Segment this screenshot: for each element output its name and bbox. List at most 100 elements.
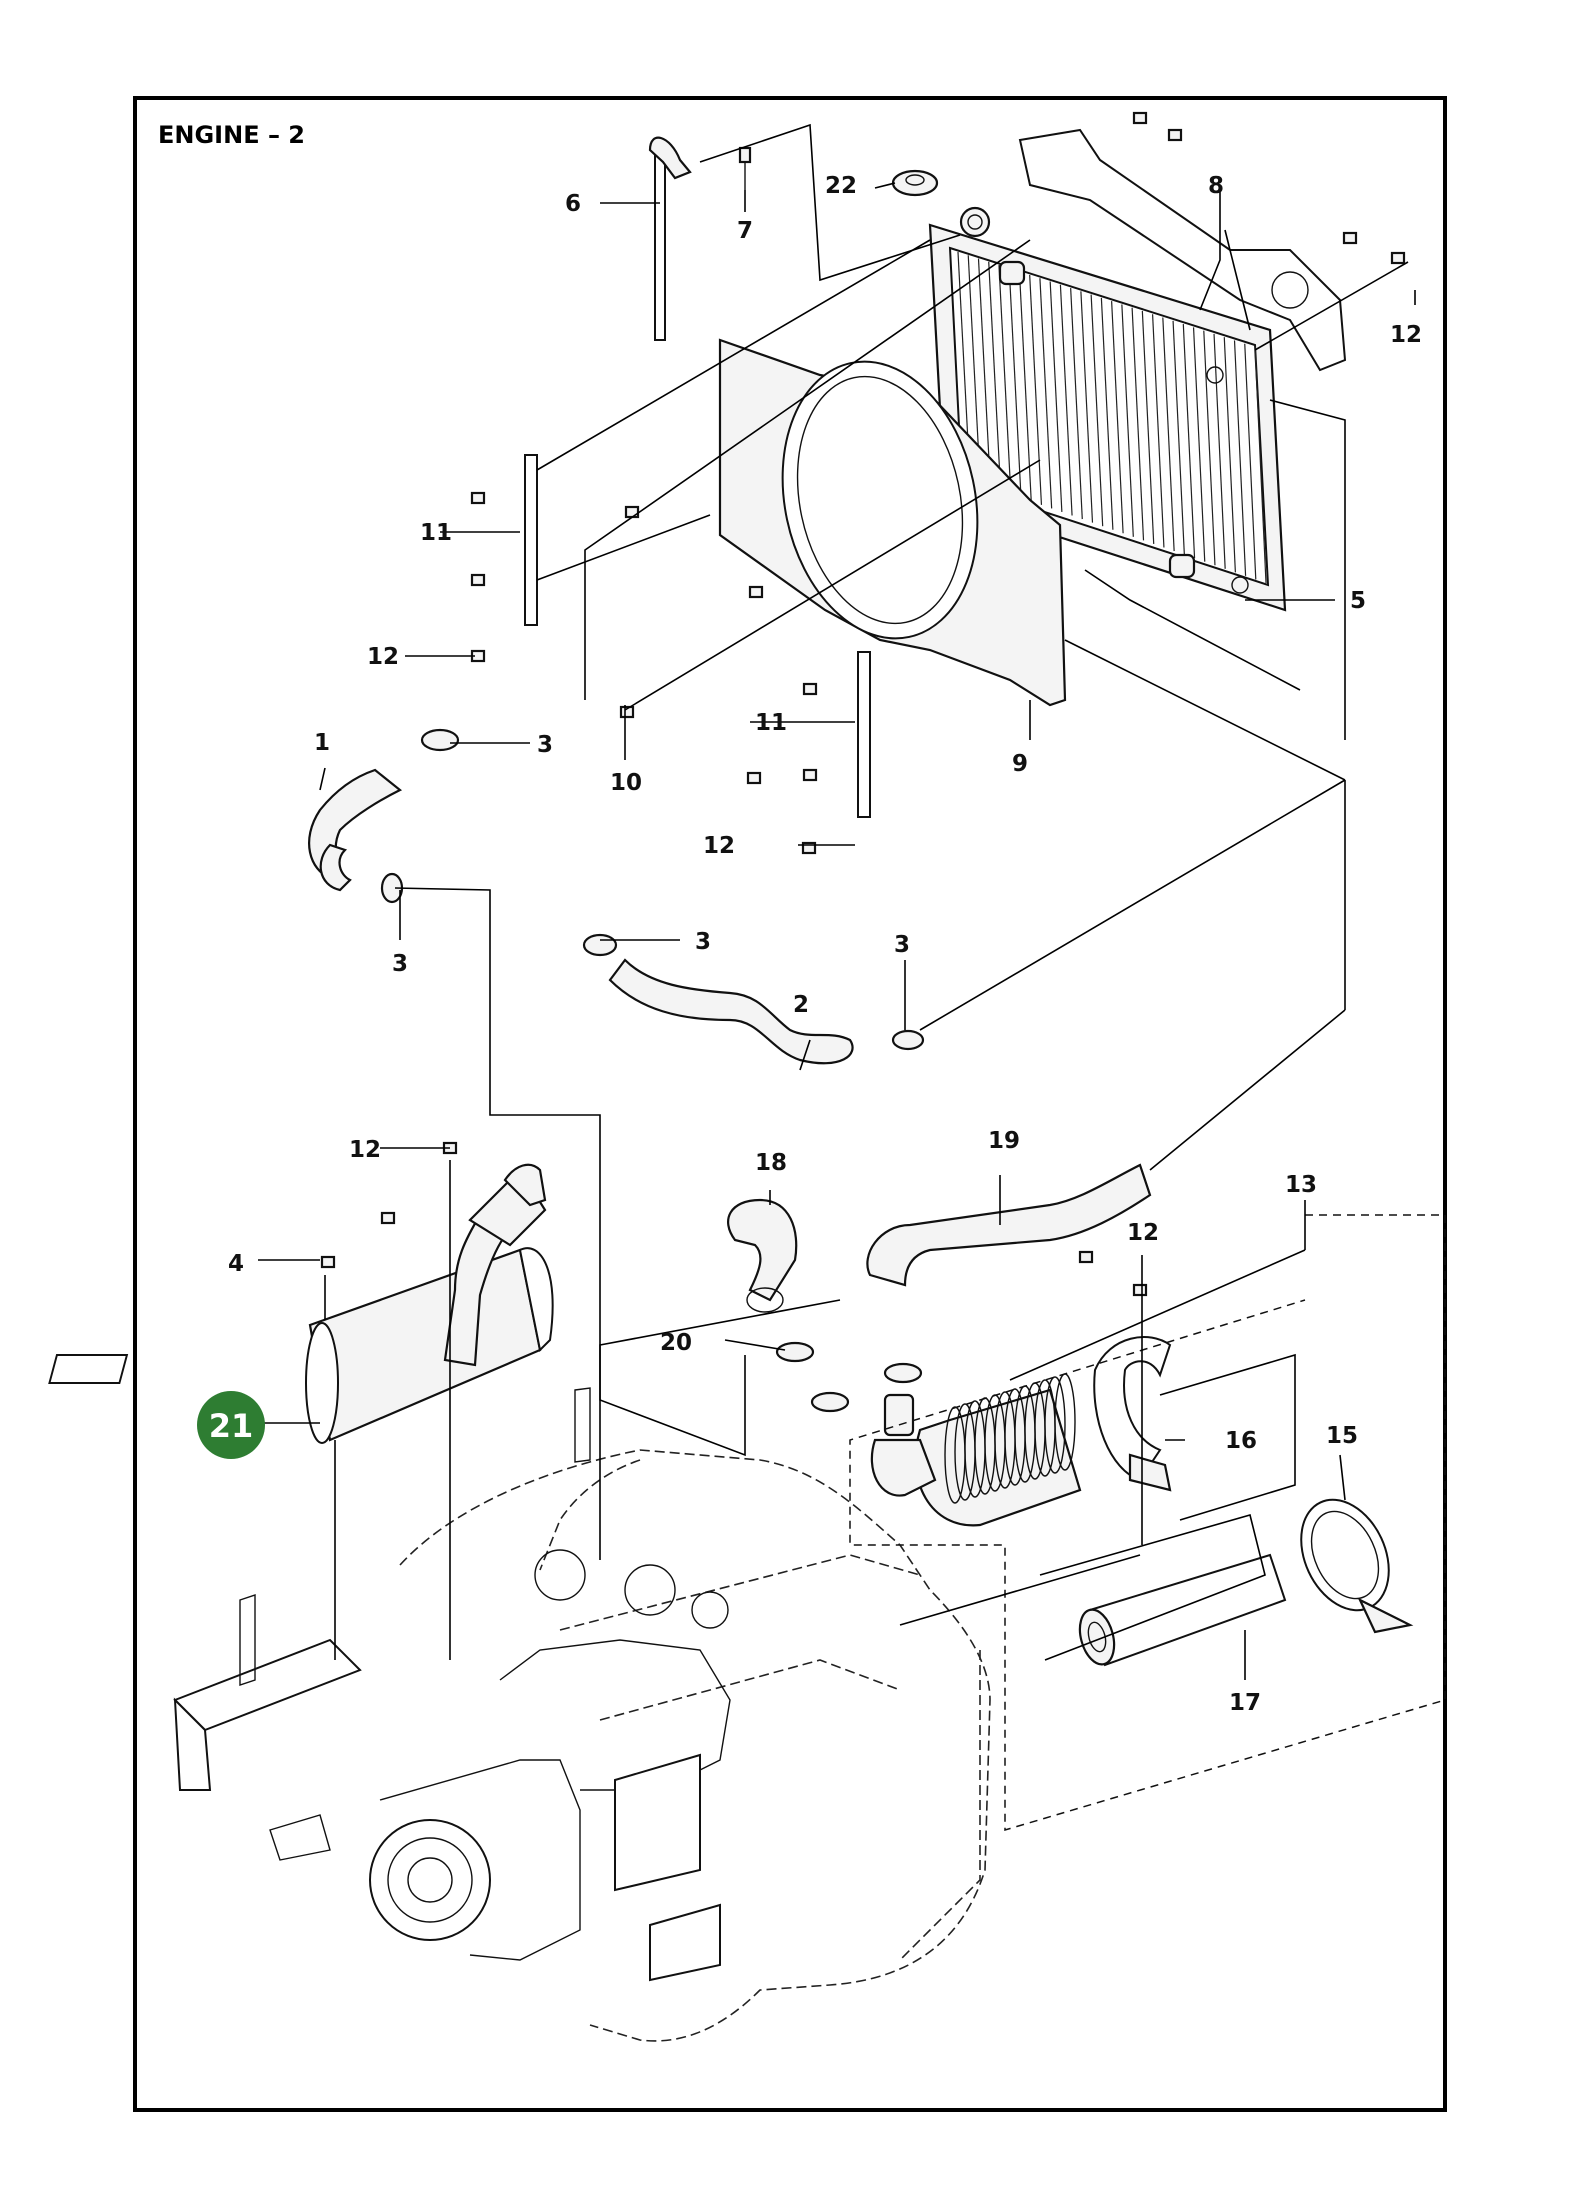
dipstick-tube — [648, 136, 692, 341]
callout-21-badge[interactable] — [197, 1391, 265, 1459]
bolt — [748, 585, 764, 599]
bracket-left — [524, 454, 538, 626]
radiator-fin — [977, 258, 992, 488]
radiator-fin — [1213, 333, 1226, 569]
radiator-fin — [998, 265, 1012, 495]
bolt — [624, 505, 640, 519]
radiator-fin — [1151, 314, 1165, 548]
callout-11: 11 — [420, 520, 452, 546]
callout-3: 3 — [695, 929, 711, 955]
radiator-fin — [1029, 274, 1043, 505]
bolt — [1132, 1283, 1148, 1297]
diagram-title: ENGINE – 2 — [158, 121, 305, 149]
callout-15: 15 — [1326, 1423, 1358, 1449]
bolt — [746, 771, 762, 785]
callout-4: 4 — [228, 1251, 244, 1277]
radiator-fin — [988, 261, 1002, 491]
radiator-fin — [1070, 288, 1083, 520]
leader-lines — [258, 123, 1416, 1680]
radiator-cap — [891, 169, 939, 197]
top-bracket — [1018, 128, 1347, 372]
radiator-fin — [1049, 281, 1063, 512]
radiator-fin — [1090, 294, 1104, 527]
callout-12: 12 — [1127, 1220, 1159, 1246]
radiator-fin — [1223, 337, 1236, 573]
bolt — [1342, 231, 1358, 245]
callout-7: 7 — [737, 218, 753, 244]
callout-10: 10 — [610, 770, 642, 796]
callout-2: 2 — [793, 992, 809, 1018]
callout-16: 16 — [1225, 1428, 1257, 1454]
filter-cover — [1300, 1498, 1414, 1634]
radiator-fin — [1182, 324, 1196, 559]
callout-3: 3 — [894, 932, 910, 958]
radiator-fin — [1172, 320, 1185, 555]
radiator-fin — [1141, 310, 1155, 544]
bolt — [1078, 1250, 1094, 1264]
fan-shroud — [718, 338, 1067, 707]
filter-element — [1078, 1553, 1287, 1667]
callout-1: 1 — [314, 730, 330, 756]
callout-9: 9 — [1012, 751, 1028, 777]
callout-5: 5 — [1350, 588, 1366, 614]
radiator-fin — [1131, 307, 1145, 541]
bolt — [802, 768, 818, 782]
bolt — [470, 491, 486, 505]
radiator-fin — [1203, 330, 1216, 566]
radiator-fin — [1080, 291, 1094, 523]
callout-20: 20 — [660, 1330, 692, 1356]
diagram-frame — [133, 96, 1447, 2112]
bracket-right — [857, 651, 871, 818]
callout-12: 12 — [703, 833, 735, 859]
callout-12: 12 — [1390, 322, 1422, 348]
bolt — [619, 705, 635, 719]
hose-2 — [608, 958, 854, 1065]
callout-8: 8 — [1208, 173, 1224, 199]
intake-hose — [866, 1163, 1152, 1287]
bolt — [1390, 251, 1406, 265]
bolts — [320, 111, 1406, 1297]
radiator-fin — [1008, 268, 1022, 498]
screw-7 — [738, 146, 752, 190]
radiator-fin — [1192, 327, 1206, 562]
hose-1 — [308, 768, 403, 892]
callout-17: 17 — [1229, 1690, 1261, 1716]
callout-6: 6 — [565, 191, 581, 217]
bolt — [380, 1211, 396, 1225]
callout-11: 11 — [755, 710, 787, 736]
radiator-fin — [1162, 317, 1175, 552]
air-filter-housing — [870, 1373, 1082, 1527]
filter-rib — [1044, 1376, 1066, 1474]
bolt — [1167, 128, 1183, 142]
radiator-fin — [1233, 340, 1247, 576]
engine-chassis — [173, 1387, 991, 2042]
radiator-fin — [1039, 278, 1053, 509]
radiator-fin — [1018, 271, 1032, 502]
radiator-fin — [1111, 301, 1124, 534]
muffler — [48, 1163, 554, 1444]
bolt — [470, 573, 486, 587]
radiator-fins — [957, 251, 1267, 584]
radiator-fin — [1244, 343, 1257, 580]
bolt — [320, 1255, 336, 1269]
callout-19: 19 — [988, 1128, 1020, 1154]
elbow-hose — [727, 1198, 798, 1313]
callout-12: 12 — [349, 1137, 381, 1163]
callout-22: 22 — [825, 173, 857, 199]
bolt — [1132, 111, 1148, 125]
radiator-fin — [1100, 297, 1114, 530]
radiator-fin — [1121, 304, 1134, 537]
radiator-fin — [1059, 284, 1073, 516]
callout-3: 3 — [537, 732, 553, 758]
callout-13: 13 — [1285, 1172, 1317, 1198]
mounting-band — [1093, 1336, 1172, 1492]
highlighted-callout-21[interactable]: 21 — [197, 1391, 265, 1459]
bolt — [801, 841, 817, 855]
callouts: 1 2 3 3 3 3 4 5 6 7 8 9 10 11 11 12 12 1… — [228, 173, 1422, 1716]
callout-3: 3 — [392, 951, 408, 977]
bolt — [802, 682, 818, 696]
callout-21-label: 21 — [209, 1407, 254, 1445]
callout-18: 18 — [755, 1150, 787, 1176]
kit-outline — [849, 1214, 1446, 1832]
